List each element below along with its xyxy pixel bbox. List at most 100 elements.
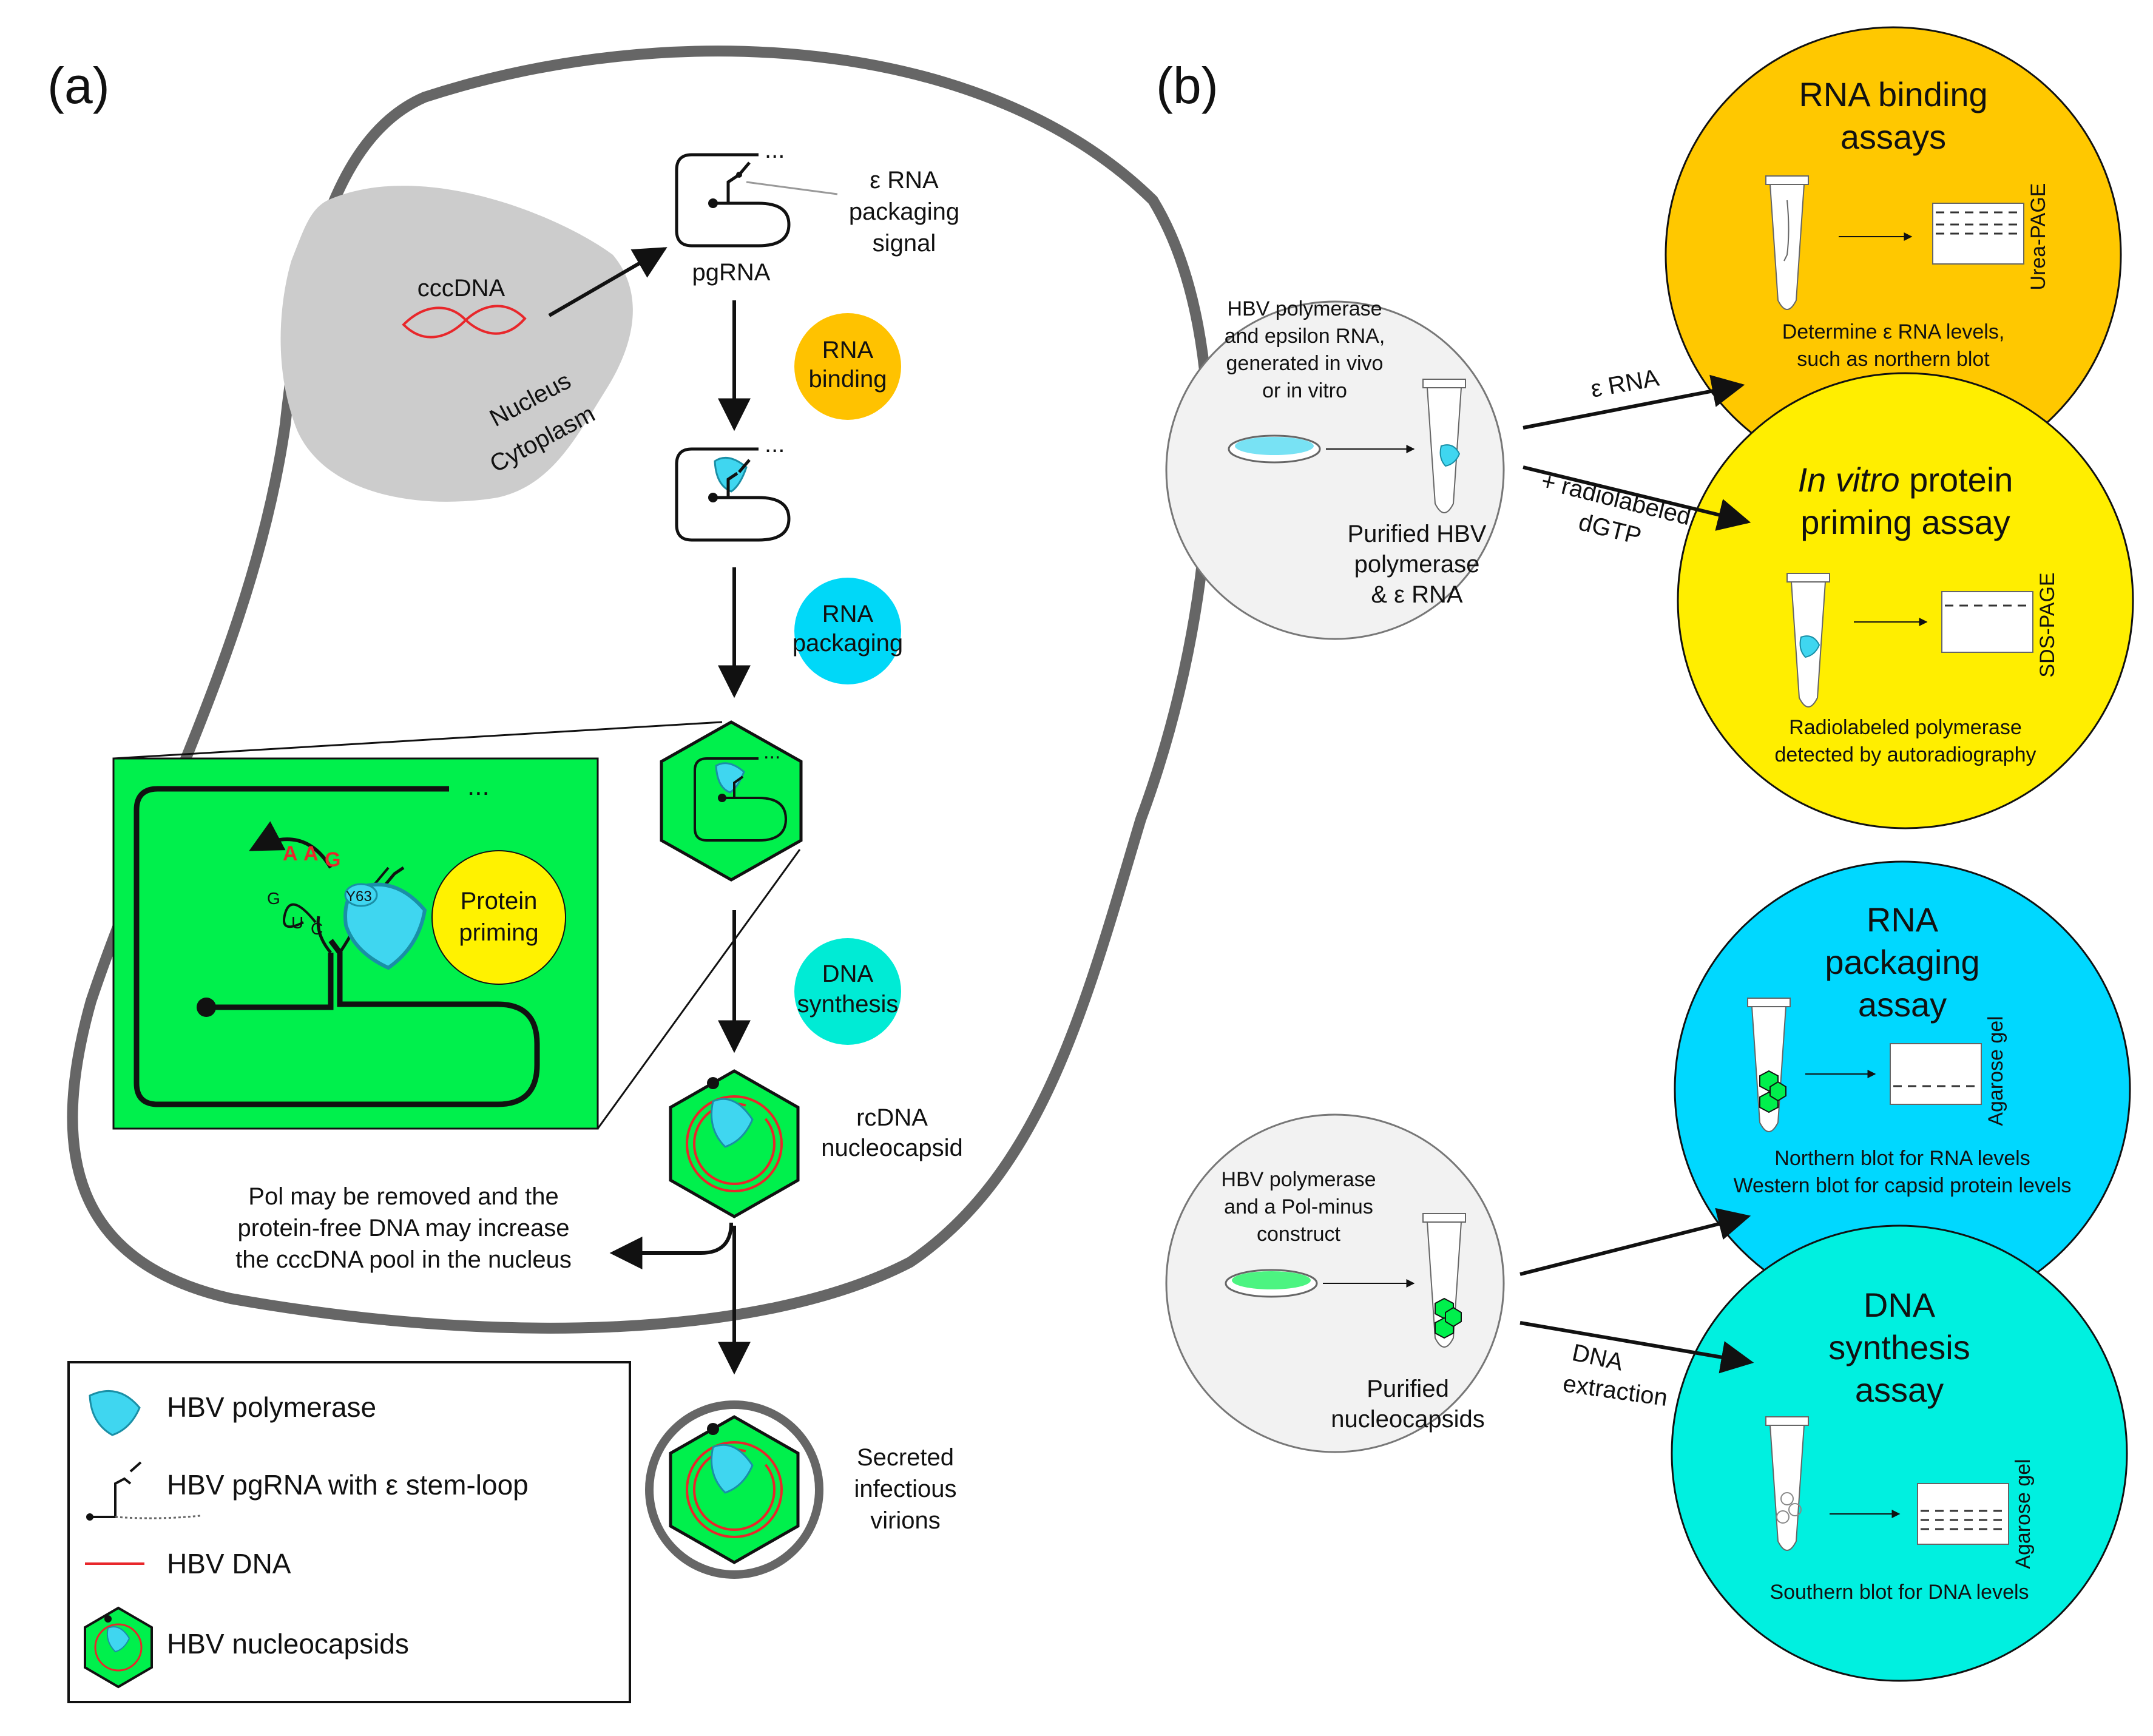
pgrna-top [675,153,791,248]
priming-desc1: Radiolabeled polymerase [1789,716,2022,739]
rna-binding-circle [794,313,901,420]
arrow-to-packaging-assay [1519,1207,1751,1276]
dna-synthesis-l1: DNA [822,961,874,987]
protein-priming-l1: Protein [461,888,538,914]
packaging-desc1: Northern blot for RNA levels [1774,1147,2030,1170]
petri-dish-2 [1225,1269,1318,1298]
gel-synthesis [1917,1483,2009,1545]
polymerase-icon [714,456,748,493]
tube-synthesis [1765,1416,1809,1551]
panel-a-label: (a) [47,57,110,114]
tube-priming [1786,573,1830,708]
assay-packaging-title2: packaging [1825,943,1979,981]
cell-membrane [67,46,1215,1334]
rna-packaging-circle [794,578,901,684]
nt-g: G [325,848,340,871]
source2-l1: HBV polymerase [1221,1168,1376,1191]
source1-l3: generated in vivo [1226,352,1384,375]
legend-polymerase: HBV polymerase [167,1391,376,1423]
legend-nucleocapsids: HBV nucleocapsids [167,1628,409,1660]
legend-box [67,1361,631,1703]
arrow-erna [1523,374,1745,430]
tube-2 [1422,1213,1466,1348]
gel-priming [1941,591,2033,653]
zoom-ellipsis: ... [467,771,490,801]
panel-b-label: (b) [1156,57,1218,114]
protein-priming-l2: priming [459,919,538,946]
zoom-line-top [113,721,723,760]
rna-binding-l2: binding [808,366,887,393]
assay-synthesis-title1: DNA [1864,1286,1936,1324]
nt-c: C [311,919,323,938]
pgrna-pol-bound [675,447,791,542]
rcdna-l1: rcDNA [856,1104,928,1131]
assay-packaging-title3: assay [1858,985,1947,1024]
source2-l3: construct [1257,1223,1340,1246]
gel-packaging-label: Agarose gel [1984,1016,2007,1126]
epsilon-signal-line1: ε RNA [870,167,939,194]
epsilon-signal-line3: signal [873,230,936,257]
cccdna-label: cccDNA [417,275,505,302]
epsilon-signal-line2: packaging [849,198,959,225]
rna-packaging-l2: packaging [793,630,903,657]
pgrna-ellipsis-mid: ... [765,431,785,458]
secreted-virion [645,1400,823,1579]
nt-u: U [291,913,303,932]
nt-g2: G [267,889,280,908]
arrow-to-synthesis-assay [1519,1321,1754,1374]
gel-packaging [1890,1043,1982,1105]
assay-binding-title2: assays [1840,118,1946,156]
gel-synthesis-label: Agarose gel [2012,1459,2035,1569]
binding-desc2: such as northern blot [1797,348,1990,371]
petri-dish-1 [1228,434,1321,464]
nt-a1: A [283,842,298,865]
rcdna-nucleocapsid [669,1069,800,1218]
source-circle-polymerase [1165,300,1505,640]
gel-binding [1932,203,2024,265]
purified1-l1: Purified HBV [1348,521,1487,547]
assay-synthesis-title3: assay [1855,1371,1944,1409]
assay-priming-circle [1677,372,2134,829]
transcription-arrow [548,247,668,317]
priming-zoom-pgrna [134,786,540,1107]
rcdna-l2: nucleocapsid [821,1135,963,1161]
assay-priming-title-italic: In vitro [1798,461,1900,499]
pgrna-ellipsis-top: ... [765,137,785,163]
pgrna-label: pgRNA [692,259,771,286]
nucleus [280,186,633,502]
y63-label: Y63 [346,888,372,905]
priming-desc2: detected by autoradiography [1775,743,2036,766]
protein-priming-circle [431,850,566,985]
binding-desc1: Determine ε RNA levels, [1782,320,2005,343]
source1-l1: HBV polymerase [1227,297,1382,320]
tube-binding [1765,175,1809,310]
secreted-l1: Secreted [857,1444,954,1471]
secreted-l3: virions [870,1507,941,1534]
secreted-l2: infectious [854,1476,957,1502]
pol-removed-l2: protein-free DNA may increase [238,1215,570,1241]
pol-removed-l3: the cccDNA pool in the nucleus [235,1246,572,1273]
nt-a2: A [303,842,319,865]
assay-priming-title-rest: protein [1900,461,2013,499]
assay-synthesis-title2: synthesis [1828,1328,1970,1366]
nucleocapsid-pgrna [660,720,803,882]
legend-dna: HBV DNA [167,1548,291,1579]
synthesis-desc1: Southern blot for DNA levels [1769,1581,2029,1604]
rna-packaging-l1: RNA [822,601,874,627]
tube-packaging [1747,998,1791,1132]
dna-synthesis-l2: synthesis [797,991,899,1018]
tube-1 [1422,379,1466,513]
purified2-l2: nucleocapsids [1331,1406,1485,1433]
gel-binding-label: Urea-PAGE [2027,183,2050,291]
legend-polymerase-icon [89,1390,141,1436]
arrow-erna-label: ε RNA [1589,365,1661,403]
source1-l2: and epsilon RNA, [1225,325,1385,348]
legend-pgrna-icon [86,1461,201,1521]
source1-l4: or in vitro [1262,379,1347,402]
purified1-l3: & ε RNA [1371,581,1463,608]
legend-pgrna: HBV pgRNA with ε stem-loop [167,1469,529,1501]
source2-l2: and a Pol-minus [1224,1195,1373,1218]
recycling-arrow [609,1222,733,1269]
